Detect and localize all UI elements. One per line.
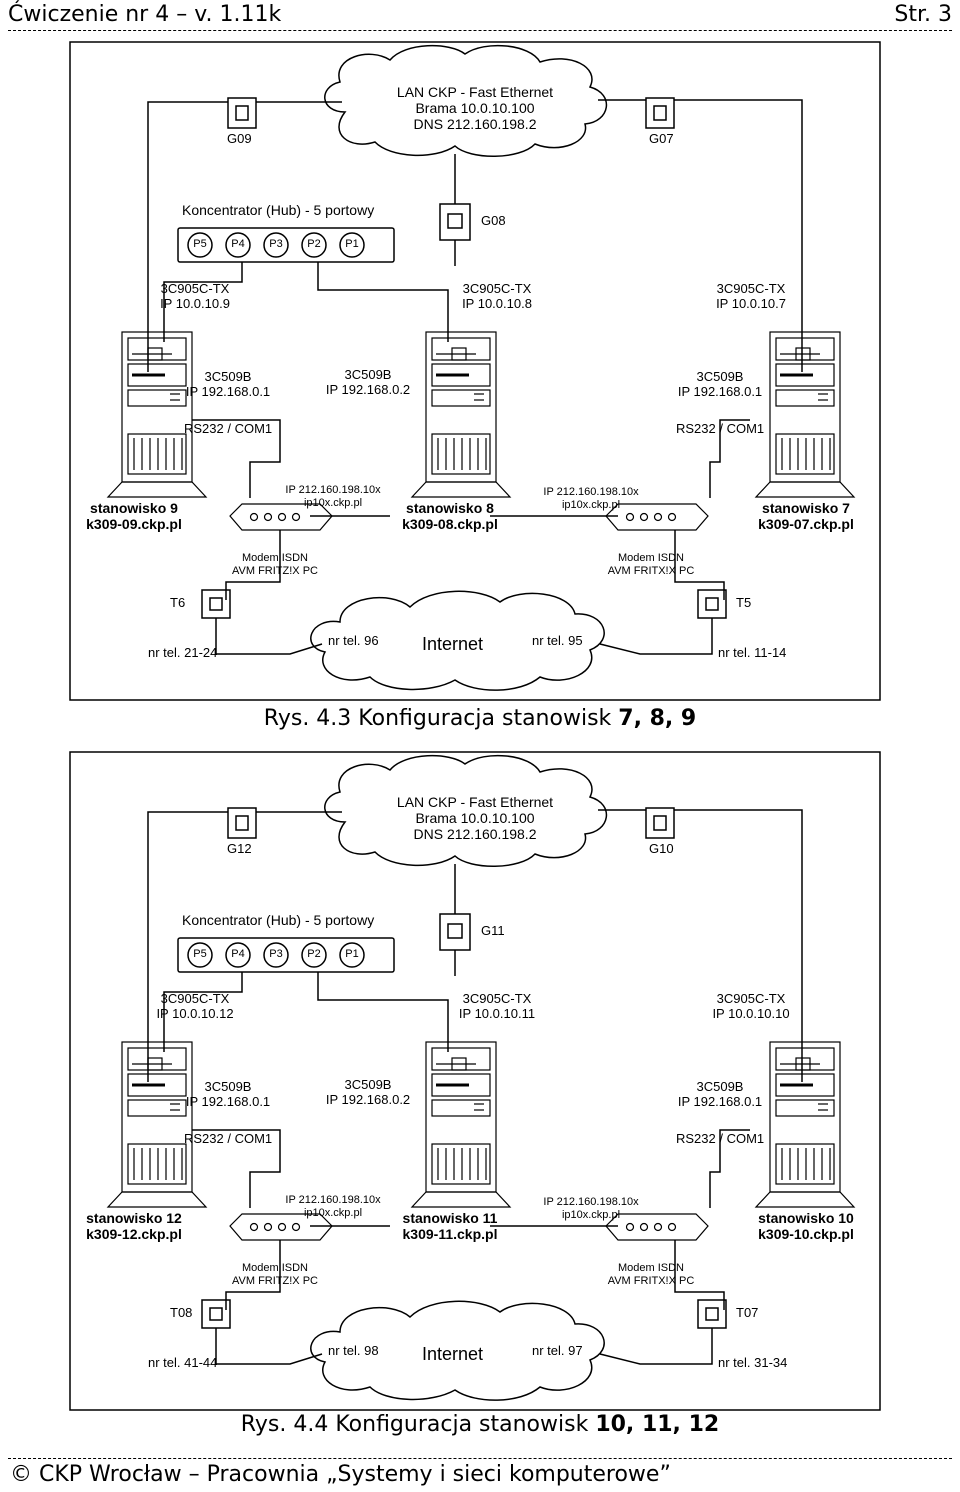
hub-port-p5: P5 — [193, 948, 207, 960]
phone-number-right: nr tel. 11-14 — [718, 645, 787, 660]
phone-number-left: nr tel. 41-44 — [148, 1355, 218, 1370]
lan-name: LAN CKP - Fast Ethernet — [396, 84, 554, 100]
hub-title: Koncentrator (Hub) - 5 portowy — [182, 912, 375, 928]
figure-caption: Rys. 4.3 Konfiguracja stanowisk 7, 8, 9 — [263, 706, 697, 731]
socket-hub-label: G08 — [481, 213, 506, 228]
internet-cloud-label: Internet — [422, 1344, 484, 1364]
phone-number-left: nr tel. 21-24 — [148, 645, 218, 660]
lan-cloud-label: LAN CKP - Fast Ethernet Brama 10.0.10.10… — [355, 794, 595, 842]
lan-cloud-shape — [324, 754, 608, 867]
phone-socket-right-label: T5 — [736, 595, 752, 610]
hub-port-p4: P4 — [231, 948, 245, 960]
socket-left-label: G12 — [227, 841, 252, 856]
serial-left-label: RS232 / COM1 — [184, 421, 273, 436]
socket-hub-label: G11 — [481, 923, 505, 938]
tower-right — [754, 331, 856, 498]
modem-right — [605, 1213, 709, 1241]
hub-port-p3: P3 — [269, 238, 283, 250]
diagram-lines — [69, 751, 881, 1411]
internet-number-right: nr tel. 97 — [532, 1343, 583, 1358]
phone-socket-left-label: T6 — [170, 595, 186, 610]
tower-right — [754, 1041, 856, 1208]
tower-left — [106, 331, 208, 498]
lan-gateway: Brama 10.0.10.100 — [415, 100, 535, 117]
lan-dns: DNS 212.160.198.2 — [413, 826, 537, 843]
modem-left — [229, 503, 333, 531]
tower-center — [410, 331, 512, 498]
lan-cloud-label: LAN CKP - Fast Ethernet Brama 10.0.10.10… — [355, 84, 595, 132]
hub-box — [177, 227, 395, 263]
hub-box — [177, 937, 395, 973]
footer-divider — [8, 1458, 952, 1459]
hub-port-p5: P5 — [193, 238, 207, 250]
lan-name: LAN CKP - Fast Ethernet — [396, 794, 554, 810]
tower-center — [410, 1041, 512, 1208]
hub-port-p4: P4 — [231, 238, 245, 250]
modem-right — [605, 503, 709, 531]
internet-cloud-label: Internet — [422, 634, 484, 654]
hub-port-p1: P1 — [345, 238, 359, 250]
page-footer: © CKP Wrocław – Pracownia „Systemy i sie… — [10, 1462, 671, 1487]
figure-caption: Rys. 4.4 Konfiguracja stanowisk 10, 11, … — [240, 1412, 720, 1437]
network-diagram-2: LAN CKP - Fast Ethernet Brama 10.0.10.10… — [69, 751, 882, 1412]
lan-cloud-shape — [324, 44, 608, 157]
internet-number-left: nr tel. 98 — [328, 1343, 379, 1358]
socket-right-label: G07 — [649, 131, 674, 146]
header-divider — [8, 30, 952, 31]
diagram-frame — [69, 751, 881, 1411]
hub-port-p3: P3 — [269, 948, 283, 960]
internet-number-left: nr tel. 96 — [328, 633, 379, 648]
serial-right-label: RS232 / COM1 — [676, 1131, 765, 1146]
page-header-title: Ćwiczenie nr 4 – v. 1.11k — [8, 2, 282, 27]
lan-gateway: Brama 10.0.10.100 — [415, 810, 535, 827]
network-diagram-1: LAN CKP - Fast Ethernet Brama 10.0.10.10… — [69, 41, 882, 702]
modem-left — [229, 1213, 333, 1241]
page-number: Str. 3 — [894, 2, 952, 27]
internet-number-right: nr tel. 95 — [532, 633, 583, 648]
socket-left-label: G09 — [227, 131, 252, 146]
lan-dns: DNS 212.160.198.2 — [413, 116, 537, 133]
hub-port-p1: P1 — [345, 948, 359, 960]
tower-left — [106, 1041, 208, 1208]
hub-port-p2: P2 — [307, 238, 321, 250]
diagram-frame — [69, 41, 881, 701]
hub-port-p2: P2 — [307, 948, 321, 960]
internet-cloud-shape — [310, 1300, 605, 1401]
serial-left-label: RS232 / COM1 — [184, 1131, 273, 1146]
internet-cloud-shape — [310, 590, 605, 691]
hub-title: Koncentrator (Hub) - 5 portowy — [182, 202, 375, 218]
socket-right-label: G10 — [649, 841, 674, 856]
phone-number-right: nr tel. 31-34 — [718, 1355, 788, 1370]
diagram-lines — [69, 41, 881, 701]
phone-socket-right-label: T07 — [736, 1305, 759, 1320]
serial-right-label: RS232 / COM1 — [676, 421, 765, 436]
phone-socket-left-label: T08 — [170, 1305, 193, 1320]
